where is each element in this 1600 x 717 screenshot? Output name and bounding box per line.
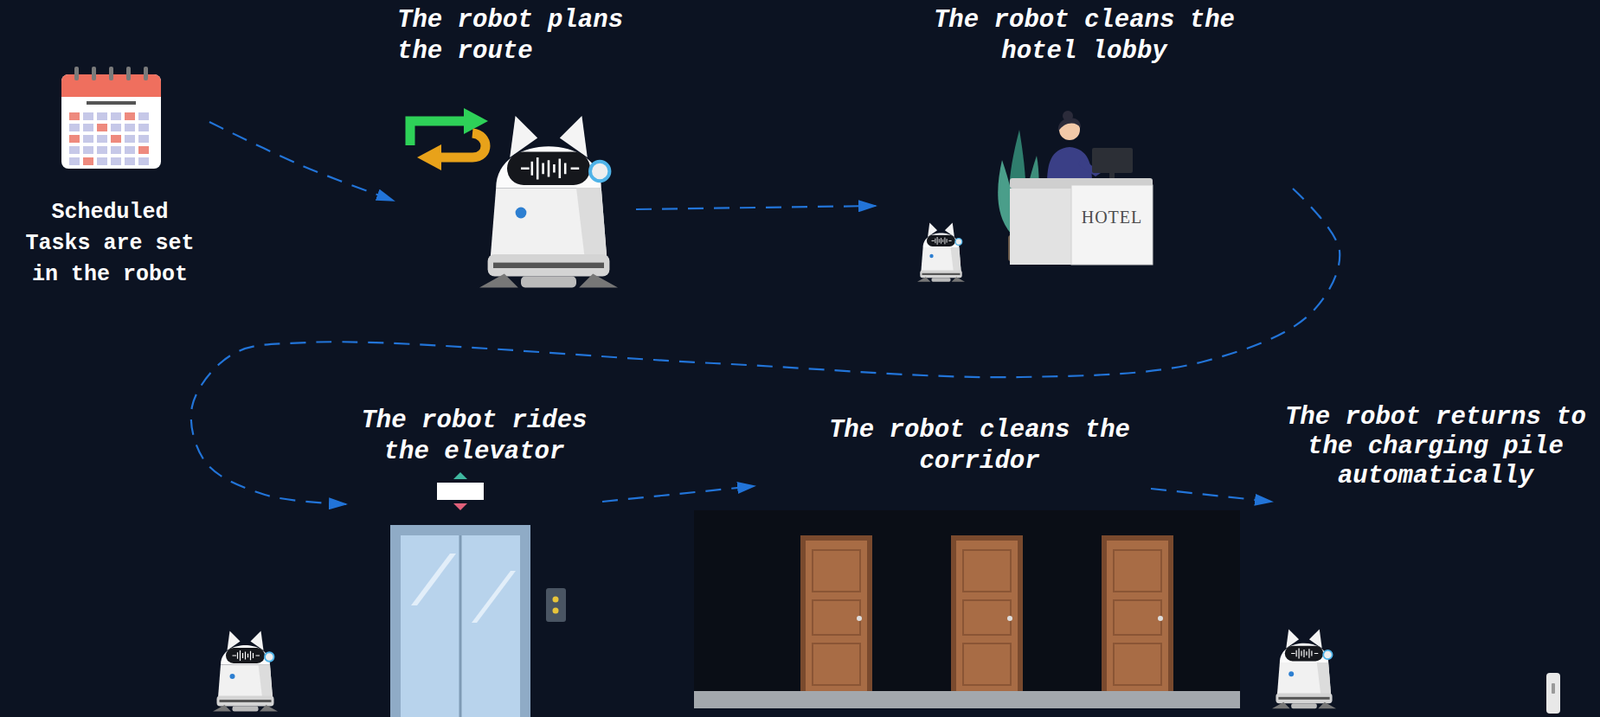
step-caption: The robot plans the route [397, 5, 637, 68]
step-node: The robot rides the elevator [346, 402, 603, 717]
lobby-illustration [997, 110, 1153, 265]
step-node: Scheduled Tasks are set in the robot [10, 60, 210, 295]
step-caption: The robot cleans the corridor [819, 415, 1140, 478]
robot-figure [212, 631, 278, 713]
flow-arrow [209, 122, 394, 201]
step-node: The robot returns to the charging pile a… [1272, 398, 1595, 717]
step-caption: Scheduled Tasks are set in the robot [19, 197, 201, 291]
step-caption: The robot rides the elevator [346, 405, 603, 469]
step-caption: The robot cleans the hotel lobby [924, 5, 1245, 68]
calendar-icon [61, 66, 161, 169]
elevator-illustration [390, 472, 566, 717]
flow-arrow [636, 205, 876, 210]
flow-arrow [191, 188, 1340, 505]
step-caption: The robot returns to the charging pile a… [1279, 403, 1592, 492]
charging-pile [1546, 673, 1561, 714]
flow-arrow [1150, 488, 1273, 502]
step-node: The robot cleans the corridor [754, 406, 1151, 717]
step-node: The robot plans the route [393, 1, 637, 303]
route-icon [410, 108, 489, 171]
robot-figure [917, 223, 965, 283]
step-node: The robot cleans the hotel lobby [875, 1, 1293, 312]
flow-arrow [602, 486, 755, 502]
robot-figure [1272, 629, 1337, 709]
desk-sign: HOTEL [1072, 207, 1152, 228]
corridor-illustration [693, 510, 1241, 709]
robot-figure [479, 115, 618, 288]
